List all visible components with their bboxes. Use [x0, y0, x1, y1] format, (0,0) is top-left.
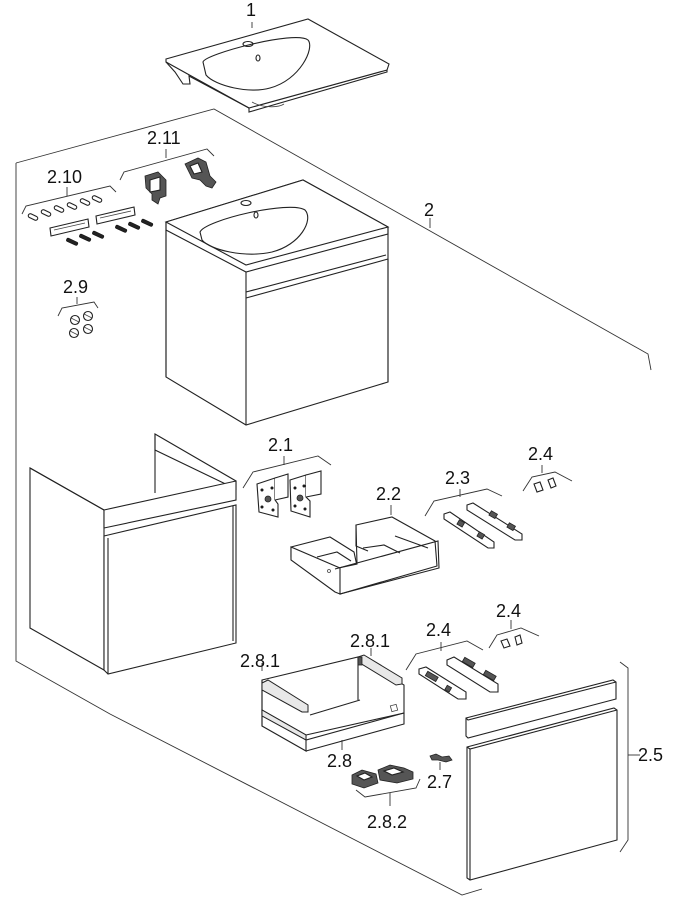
part-2.10-fixing-set[interactable] [27, 195, 154, 246]
part-2.8.2-front-fixing-clips[interactable] [351, 764, 414, 789]
group-2-bracket [15, 163, 483, 896]
label-2.1: 2.1 [268, 435, 293, 455]
label-2.4-lower: 2.4 [496, 601, 521, 621]
part-2.6-drawer-front-set[interactable] [465, 679, 618, 881]
bracket-2.6 [619, 661, 629, 853]
label-2.8.1-left: 2.8.1 [240, 651, 280, 671]
label-2.9: 2.9 [63, 277, 88, 297]
part-2.8.1-rail-left [261, 679, 309, 713]
part-2.4-pads-lower[interactable] [500, 634, 523, 649]
label-2.5: 2.4 [426, 620, 451, 640]
part-2.3-drawer-runners[interactable] [443, 502, 523, 549]
label-2.3: 2.3 [445, 468, 470, 488]
part-2.8-drawer[interactable] [261, 654, 405, 752]
bracket-2.3 [424, 488, 503, 517]
bracket-2.1 [242, 455, 332, 489]
label-2.8.1-right: 2.8.1 [350, 631, 390, 651]
label-2.8: 2.8 [327, 751, 352, 771]
part-2.9-caps[interactable] [68, 310, 94, 339]
part-2.2-drawer-insert[interactable] [290, 516, 440, 595]
bracket-2.10 [21, 185, 117, 215]
part-1-washbasin[interactable] [165, 18, 390, 113]
label-2.10: 2.10 [47, 167, 82, 187]
part-2.1-mounting-brackets[interactable] [256, 470, 322, 518]
label-2.8.2: 2.8.2 [367, 812, 407, 832]
label-2.2: 2.2 [376, 484, 401, 504]
label-2.11: 2.11 [147, 128, 181, 148]
part-2.4-pads-upper[interactable] [533, 477, 557, 493]
bracket-2.5 [405, 640, 484, 671]
label-1: 1 [246, 0, 256, 20]
cabinet-carcass[interactable] [29, 433, 237, 675]
group-2-bracket [15, 108, 652, 371]
part-2.7-clip[interactable] [429, 753, 453, 763]
bracket-2.9 [57, 301, 99, 317]
bracket-2.4-upper [522, 471, 573, 492]
label-2.4-upper: 2.4 [528, 444, 553, 464]
part-2.11-suspension-brackets[interactable] [144, 157, 217, 205]
label-2.6: 2.5 [638, 745, 663, 765]
assembled-vanity-unit[interactable] [164, 179, 390, 426]
label-2.7: 2.7 [427, 772, 452, 792]
bracket-2.8.2 [355, 778, 421, 798]
label-2: 2 [424, 200, 434, 220]
part-2.5-drawer-runners[interactable] [418, 656, 499, 700]
bracket-2.4-lower [488, 627, 540, 649]
bracket-2.11 [119, 148, 215, 181]
